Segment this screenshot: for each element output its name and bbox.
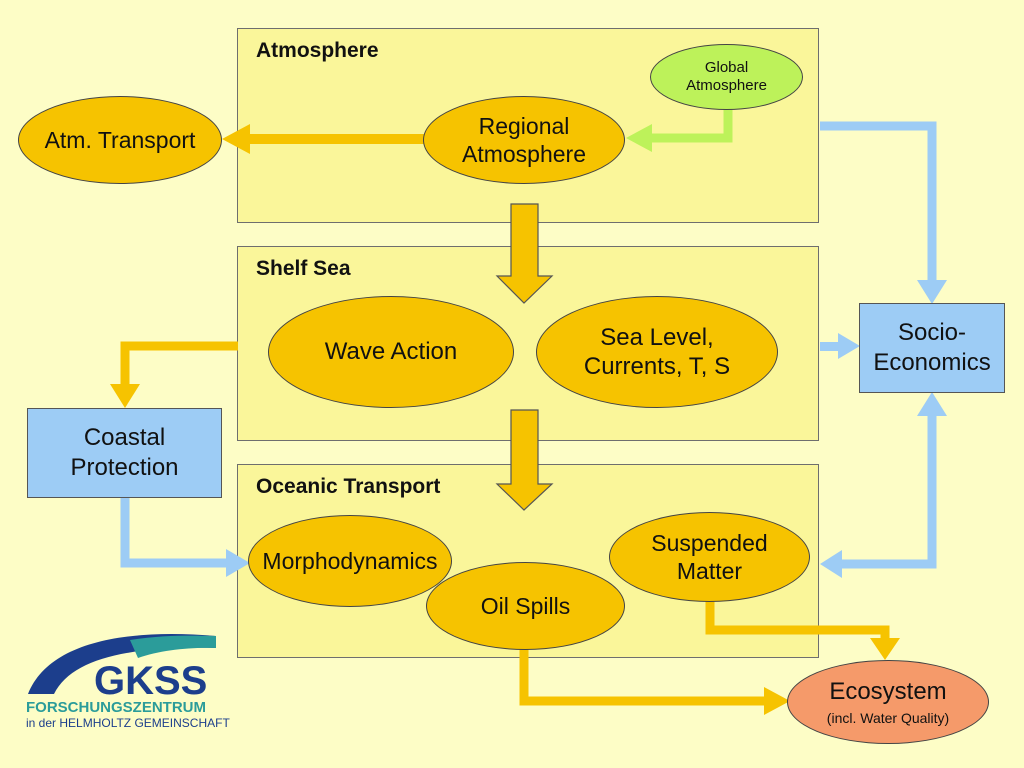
arrow-oceanic-socio-head-up xyxy=(917,392,947,416)
arrow-suspended-to-ecosystem xyxy=(705,600,890,640)
wave-action-node: Wave Action xyxy=(268,296,514,408)
arrow-regional-to-atm-transport xyxy=(222,124,425,154)
oceanic-transport-title: Oceanic Transport xyxy=(256,475,441,498)
sea-level-node: Sea Level, Currents, T, S xyxy=(536,296,778,408)
arrow-global-to-regional-head xyxy=(626,124,652,152)
arrow-atmosphere-to-shelf xyxy=(495,203,554,304)
logo-arch-teal xyxy=(130,635,216,658)
global-atmosphere-node: Global Atmosphere xyxy=(650,44,803,110)
logo-line2: in der HELMHOLTZ GEMEINSCHAFT xyxy=(26,716,230,730)
arrow-atmosphere-to-socio-head xyxy=(917,280,947,304)
atm-transport-node: Atm. Transport xyxy=(18,96,222,184)
arrow-atmosphere-to-socio xyxy=(820,121,937,282)
arrow-shelf-to-socio xyxy=(820,333,860,359)
suspended-matter-node: Suspended Matter xyxy=(609,512,810,602)
ecosystem-title: Ecosystem xyxy=(829,677,947,705)
arrow-shelf-to-oceanic xyxy=(495,409,554,511)
arrow-oil-to-ecosystem xyxy=(519,648,766,706)
arrow-coastal-to-morpho xyxy=(120,496,228,568)
arrow-suspended-to-ecosystem-head xyxy=(870,638,900,660)
arrow-shelf-to-coastal-head xyxy=(110,384,140,408)
socio-economics-box: Socio- Economics xyxy=(859,303,1005,393)
logo-line1: FORSCHUNGSZENTRUM xyxy=(26,699,206,716)
ecosystem-node: Ecosystem (incl. Water Quality) xyxy=(787,660,989,744)
coastal-protection-box: Coastal Protection xyxy=(27,408,222,498)
arrow-oil-to-ecosystem-head xyxy=(764,687,790,715)
shelf-sea-title: Shelf Sea xyxy=(256,257,351,280)
arrow-coastal-to-morpho-head xyxy=(226,549,250,577)
arrow-oceanic-socio xyxy=(840,414,937,569)
oil-spills-node: Oil Spills xyxy=(426,562,625,650)
ecosystem-subtitle: (incl. Water Quality) xyxy=(826,710,950,727)
logo-name: GKSS xyxy=(94,659,207,703)
arrow-oceanic-socio-head-left xyxy=(820,550,842,578)
regional-atmosphere-node: Regional Atmosphere xyxy=(423,96,625,184)
morphodynamics-node: Morphodynamics xyxy=(248,515,452,607)
arrow-shelf-to-coastal xyxy=(120,341,238,386)
arrow-global-to-regional xyxy=(650,106,733,143)
atmosphere-title: Atmosphere xyxy=(256,39,379,62)
gkss-logo: GKSS FORSCHUNGSZENTRUM in der HELMHOLTZ … xyxy=(26,634,230,730)
